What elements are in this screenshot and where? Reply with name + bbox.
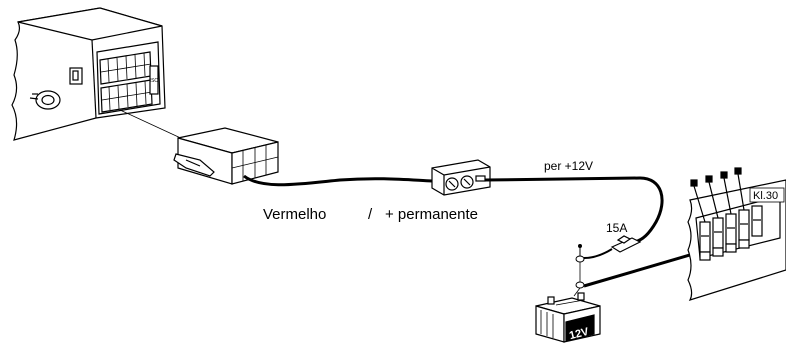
svg-text:ISO: ISO — [150, 78, 159, 84]
radio-connector-panel: ISO — [96, 41, 161, 115]
car-radio-icon: ISO — [11, 7, 166, 141]
ring-terminal-icon — [575, 244, 585, 289]
fuse-icon — [610, 235, 642, 253]
inline-coupler-icon — [431, 159, 491, 196]
battery-icon — [535, 292, 601, 343]
supply-wire — [484, 176, 664, 244]
fuse-rating-label: 15A — [606, 221, 627, 235]
fuse-pins — [690, 167, 745, 223]
iso-connector-icon — [173, 127, 279, 185]
wire-function-label: + permanente — [385, 206, 478, 223]
battery-leader-line — [573, 287, 581, 297]
fuse-to-terminal-wire — [583, 248, 613, 259]
red-wire — [243, 174, 433, 187]
radio-knob-icon — [29, 90, 61, 110]
radio-leader-line — [119, 109, 186, 141]
terminal-label: Kl.30 — [753, 190, 778, 202]
wire-color-label: Vermelho — [263, 206, 326, 223]
fuse-box-icon — [687, 167, 786, 301]
label-separator: / — [368, 206, 373, 223]
battery-voltage-label: 12V — [568, 326, 591, 343]
supply-label: per +12V — [544, 159, 593, 173]
battery-main-cable — [583, 250, 701, 288]
